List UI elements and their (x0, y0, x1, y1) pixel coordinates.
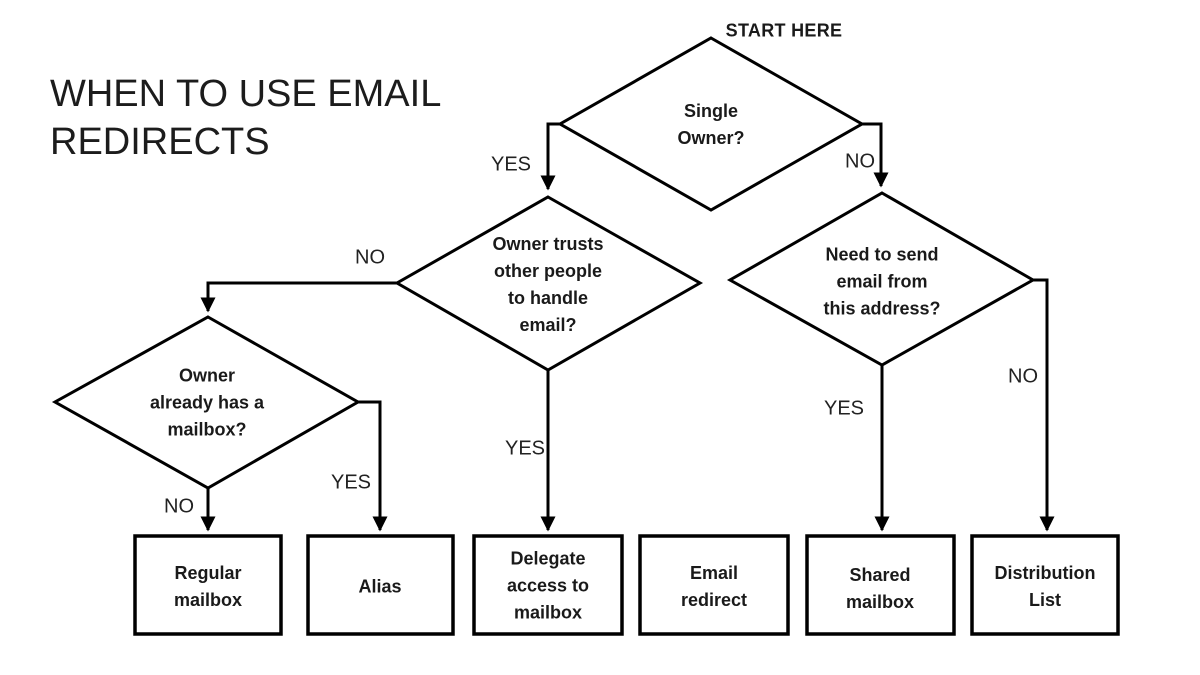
arrow-single-owner-no (862, 122, 889, 188)
decision-already-mailbox-label: Owner already has a mailbox? (149, 365, 265, 440)
outcome-regular-mailbox (133, 534, 283, 636)
outcome-delegate-access (472, 534, 624, 636)
edge-label-owner-trusts-yes: YES (504, 437, 546, 460)
edge-label-owner-trusts-no: NO (355, 246, 385, 269)
outcome-email-redirect-label: Email redirect (680, 563, 748, 610)
edge-label-already-mailbox-no: NO (164, 495, 194, 518)
arrow-owner-trusts-no (200, 281, 397, 313)
outcome-distribution-list (970, 534, 1120, 636)
edge-label-need-send-no: NO (1008, 365, 1038, 388)
outcome-delegate-access-label: Delegate access to mailbox (506, 548, 590, 623)
decision-single-owner-label: Single Owner? (677, 101, 745, 148)
page-title: WHEN TO USE EMAIL REDIRECTS (50, 73, 442, 163)
outcome-regular-mailbox-label: Regular mailbox (173, 563, 243, 610)
decision-single-owner (556, 36, 866, 212)
outcome-alias-label: Alias (358, 576, 402, 597)
start-here-label: START HERE (725, 20, 843, 41)
edge-label-already-mailbox-yes: YES (330, 471, 372, 494)
decision-owner-trusts-label: Owner trusts other people to handle emai… (492, 234, 604, 335)
outcome-email-redirect (638, 534, 790, 636)
outcome-shared-mailbox (805, 534, 956, 636)
edge-label-need-send-yes: YES (823, 397, 865, 420)
arrow-already-mailbox-yes (358, 400, 388, 532)
outcome-shared-mailbox-label: Shared mailbox (845, 565, 915, 612)
arrow-need-send-no (1033, 278, 1055, 532)
arrow-single-owner-yes (540, 122, 562, 191)
outcome-distribution-list-label: Distribution List (994, 563, 1096, 610)
outcome-alias (306, 534, 455, 636)
edge-label-single-owner-no: NO (845, 150, 875, 173)
edge-label-single-owner-yes: YES (490, 153, 532, 176)
decision-need-send-label: Need to send email from this address? (823, 244, 941, 319)
